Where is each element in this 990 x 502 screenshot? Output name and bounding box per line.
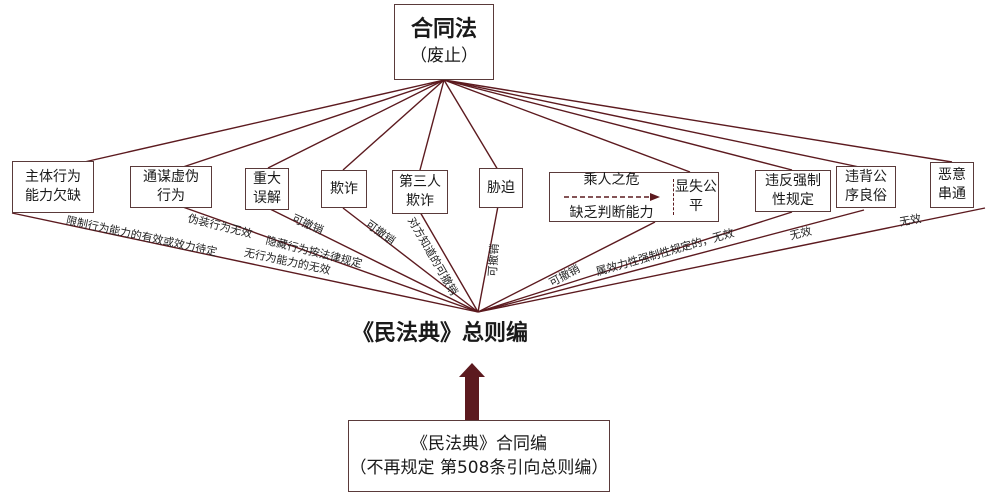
contract-law-box: 合同法 （废止） (394, 4, 494, 80)
category-major-mistake: 重大误解 (245, 168, 289, 210)
contract-law-subtitle: （废止） (410, 46, 478, 66)
category-public-order: 违背公序良俗 (836, 166, 896, 208)
civil-code-contract-box: 《民法典》合同编 （不再规定 第508条引向总则编） (348, 420, 610, 492)
dashed-arrow-icon (563, 193, 660, 201)
category-subject-capacity: 主体行为能力欠缺 (12, 161, 94, 213)
unfair-label: 显失公平 (675, 179, 717, 214)
lack-judgment-label: 缺乏判断能力 (569, 205, 654, 221)
civil-code-general-label: 《民法典》总则编 (351, 321, 528, 346)
category-unfair: 乘人之危 缺乏判断能力 显失公平 (549, 172, 719, 222)
up-arrow-icon (459, 363, 485, 377)
category-third-party-fraud: 第三人欺诈 (392, 170, 448, 214)
category-mandatory-violation: 违反强制性规定 (755, 170, 831, 212)
dashed-separator (673, 179, 674, 215)
contract-book-note: （不再规定 第508条引向总则编） (349, 458, 609, 478)
exploit-label: 乘人之危 (583, 172, 640, 188)
category-fraud: 欺诈 (321, 170, 367, 208)
contract-law-title: 合同法 (410, 17, 477, 42)
edge-label: 可撤销 (485, 243, 502, 278)
up-arrow-shaft (465, 374, 479, 420)
contract-book-title: 《民法典》合同编 (411, 434, 547, 454)
category-sham-act: 通谋虚伪行为 (130, 166, 212, 208)
category-collusion: 恶意串通 (930, 162, 974, 208)
category-duress: 胁迫 (479, 168, 523, 208)
